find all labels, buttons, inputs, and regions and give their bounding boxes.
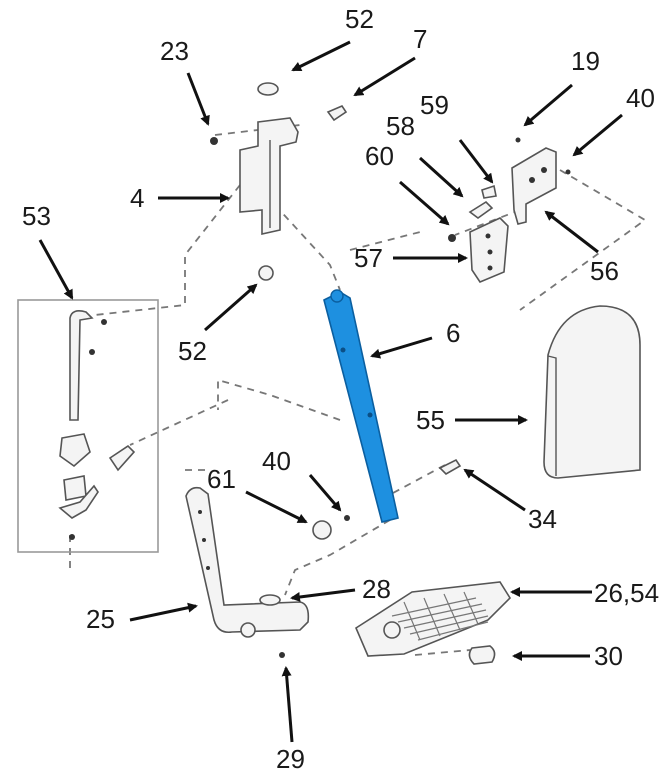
callout-60: 60	[365, 141, 394, 171]
callout-59: 59	[420, 90, 449, 120]
assembly-dashed-lines	[69, 124, 647, 656]
bracket-part-56	[511, 137, 571, 225]
callout-23: 23	[160, 36, 189, 66]
footrest-tube-25	[185, 486, 310, 658]
small-parts-58-59-60	[448, 184, 497, 242]
callout-40-lower: 40	[262, 446, 291, 476]
callout-7: 7	[413, 24, 427, 54]
callout-4: 4	[130, 183, 144, 213]
callout-29: 29	[276, 744, 305, 774]
clamp-part-57	[469, 217, 509, 283]
callout-53: 53	[22, 201, 51, 231]
footplate-26-54	[354, 581, 512, 657]
callout-34: 34	[528, 504, 557, 534]
bushing-part-30	[468, 645, 496, 665]
callout-56: 56	[590, 256, 619, 286]
callout-28: 28	[362, 574, 391, 604]
callout-55: 55	[416, 405, 445, 435]
callout-25: 25	[86, 604, 115, 634]
bracket-part-4	[210, 82, 348, 281]
callout-arrows	[38, 40, 623, 743]
callout-61: 61	[207, 464, 236, 494]
callout-57: 57	[354, 243, 383, 273]
tube-part-6-highlighted	[323, 289, 399, 523]
callout-40-top: 40	[626, 83, 655, 113]
bolt-part-34	[438, 458, 462, 475]
callout-6: 6	[446, 318, 460, 348]
callout-52-top: 52	[345, 4, 374, 34]
callout-52-mid: 52	[178, 336, 207, 366]
screw-part-40-lower	[344, 515, 350, 521]
callout-19: 19	[571, 46, 600, 76]
callout-26-54: 26,54	[594, 578, 659, 608]
cap-part-61	[312, 520, 332, 540]
callout-30: 30	[594, 641, 623, 671]
callout-58: 58	[386, 111, 415, 141]
callout-labels: 52 7 23 19 40 59 58 60 4 53 57 56 52 6 5…	[22, 4, 659, 774]
footrest-hanger-assembly	[58, 310, 136, 540]
assembly-53-frame	[17, 299, 159, 553]
calf-pad-55	[543, 305, 641, 479]
